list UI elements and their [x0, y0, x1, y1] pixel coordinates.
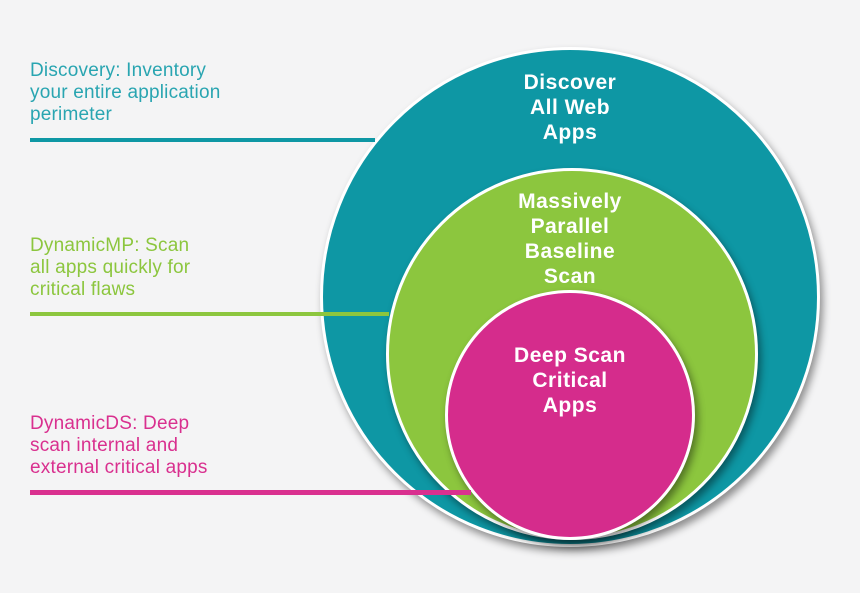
- annotation-dynamicmp-rule: [30, 312, 389, 316]
- annotation-discovery-rule: [30, 138, 375, 142]
- annotation-dynamicds-rule: [30, 490, 471, 495]
- circle-label-deep-scan-critical-apps: Deep Scan Critical Apps: [514, 344, 626, 417]
- annotation-dynamicds-text: DynamicDS: Deep scan internal and extern…: [30, 413, 208, 478]
- circle-label-discover-all-web-apps: Discover All Web Apps: [523, 71, 617, 144]
- circle-deep-scan-critical-apps: [445, 290, 695, 540]
- circle-label-massively-parallel-baseline-scan: Massively Parallel Baseline Scan: [518, 190, 622, 288]
- annotation-dynamicmp-text: DynamicMP: Scan all apps quickly for cri…: [30, 235, 191, 300]
- annotation-discovery-text: Discovery: Inventory your entire applica…: [30, 60, 221, 125]
